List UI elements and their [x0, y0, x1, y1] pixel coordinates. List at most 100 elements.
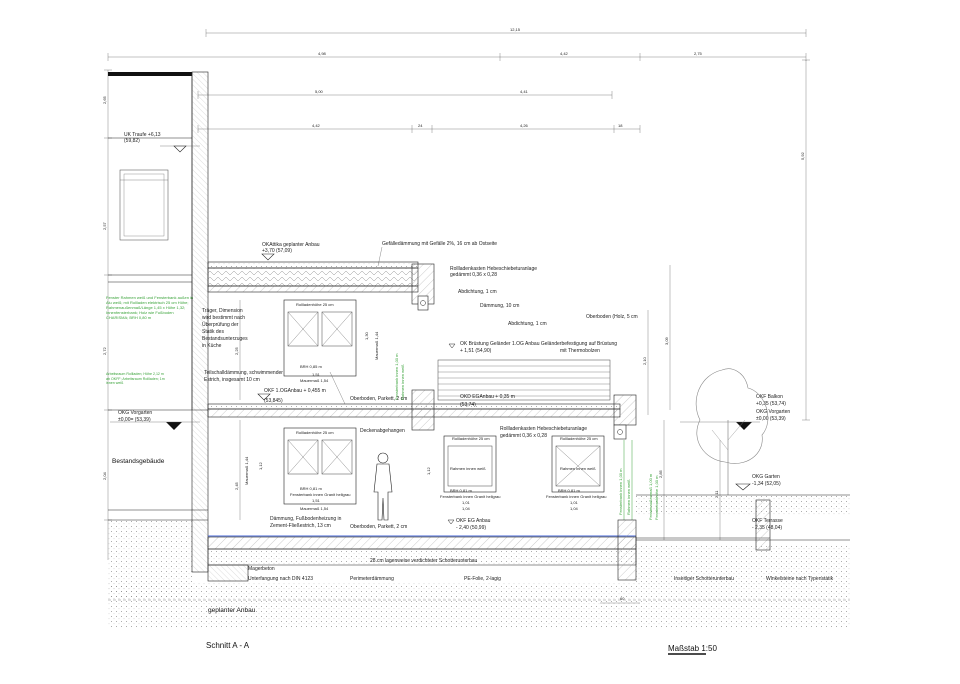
- rolladen-hoehe-2: Rollladenhöhe 25 cm: [296, 430, 334, 435]
- dim-right-v5: 2,11: [714, 490, 719, 498]
- right-exterior: OKF Balkon +0,35 (53,74) OKG Vorgarten ±…: [394, 353, 850, 551]
- mauermass-v-2: Mauermaß 1,44: [244, 456, 249, 485]
- traeger-line3: Überprüfung der: [202, 321, 239, 328]
- daemmung-fb1: Dämmung, Fußbodenheizung in: [270, 516, 342, 522]
- existing-building-label: Bestandsgebäude: [112, 458, 165, 465]
- mauermass-154-b: Mauermaß 1,54: [300, 506, 329, 511]
- okf-eg-label: OKF EG Anbau: [456, 518, 491, 524]
- schotter-label: 28 cm lagenweise verdichteter Schotterun…: [370, 558, 478, 564]
- h-130: 1,30: [364, 331, 369, 340]
- okf-terrasse-value: - 2,35 (48,04): [752, 525, 782, 531]
- green-vertical-5: Fensterbank innen 1,00 m: [394, 353, 399, 400]
- rolladen-mid-label: Rollladenkasten Hebeschiebeturanlage: [500, 426, 587, 432]
- dim-left-v4: 2,25: [234, 346, 239, 355]
- perimeter-label: Perimeterdämmung: [350, 576, 394, 582]
- okd-eg-label: OKD EGAnbau + 0,35 m: [460, 394, 515, 400]
- uk-traufe-label: UK Traufe +6,13: [124, 132, 161, 138]
- rolladen-mid-dim: gedämmt 0,36 x 0,28: [500, 433, 547, 439]
- geplanter-anbau-label: geplanter Anbau: [208, 607, 256, 614]
- okf-terrasse-label: OKF Terrasse: [752, 518, 783, 524]
- dim-mid-a: 5,00: [315, 89, 324, 94]
- thermobolzen-label: mit Thermobolzen: [560, 348, 600, 354]
- dim-101-b: 1,01: [570, 500, 579, 505]
- winkel-label: Winkelsteine nach Typenstatik: [766, 576, 834, 582]
- ground-slab: 28 cm lagenweise verdichteter Schotterun…: [108, 519, 850, 628]
- okattika-value: +3,70 (57,09): [262, 248, 292, 254]
- fensterbank-b: Fensterbank innen Granit hellgrau: [440, 494, 500, 499]
- traeger-line4: Statik des: [202, 329, 224, 335]
- dim-low-d: 18: [618, 123, 623, 128]
- green-vertical-6: Rahmen innen weiß: [400, 364, 405, 400]
- dim-bottom: 60: [620, 596, 625, 601]
- mauermass-v-1: Mauermaß 1,44: [374, 331, 379, 360]
- okattika-label: OKAttika geplanter Anbau: [262, 242, 320, 248]
- daemmung10-label: Dämmung, 10 cm: [480, 303, 519, 309]
- okg-garten-value: -1,34 (52,05): [752, 481, 781, 487]
- dim-151-a: 1,51: [312, 372, 321, 377]
- upper-window-1: Rollladenhöhe 25 cm BRH 0,85 m 1,51 Maue…: [283, 299, 379, 383]
- okf-1og-nn: (53,845): [264, 398, 283, 404]
- dim-104-a: 1,04: [462, 506, 471, 511]
- ground-window-1: Rollladenhöhe 25 cm BRH 0,81 m Fensterba…: [244, 427, 357, 511]
- dim-101-a: 1,01: [462, 500, 471, 505]
- h-112-a: 1,12: [258, 461, 263, 470]
- upper-notes: Träger, Dimension wird bestimmt nach Übe…: [202, 289, 638, 405]
- brh-081-a: BRH 0,81 m: [300, 486, 322, 491]
- dim-right-v2: 3,09: [664, 336, 669, 345]
- human-figure-icon: [373, 452, 393, 521]
- okf-1og-label: OKF 1.OGAnbau + 0,455 m: [264, 388, 326, 394]
- brh-085: BRH 0,85 m: [300, 364, 322, 369]
- dim-left-v2: 2,57: [102, 221, 107, 230]
- green-vertical-2: Rahmen innen weiß: [626, 479, 631, 515]
- traeger-line5: Bestandsunterzuges: [202, 336, 248, 342]
- dim-left-v6: 2,45: [234, 481, 239, 490]
- pe-folie-label: PE-Folie, 2-lagig: [464, 576, 501, 582]
- dim-left-v3: 2,72: [102, 346, 107, 355]
- rahmen-weiss-3: Rahmen innen weiß: [560, 466, 596, 471]
- oberboden-parkett2: Oberboden, Parkett, 2 cm: [350, 524, 407, 530]
- uk-traufe-nn: (59,82): [124, 138, 140, 144]
- dim-top-a: 4,98: [318, 51, 327, 56]
- dim-left-v1: 2,65: [102, 95, 107, 104]
- scale-label: Maßstab 1:50: [668, 644, 717, 653]
- ground-floor-notes: Deckenabgehangen Rollladenkasten Hebesch…: [270, 426, 587, 531]
- balcony-railing: [437, 359, 611, 401]
- estrich-label: Estrich, insgesamt 10 cm: [204, 377, 260, 383]
- green-vertical-4: Fensterbankhöhe 1,00 m: [654, 475, 659, 520]
- dim-top-b: 4,42: [560, 51, 569, 56]
- fensterbank-a: Fensterbank innen Granit hellgrau: [290, 492, 350, 497]
- dim-low-b: 24: [418, 123, 423, 128]
- daemmung-fb2: Zement-Fließestrich, 13 cm: [270, 523, 331, 529]
- schotter2-label: Inseitiger Schotterunterbau: [674, 576, 734, 582]
- brh-081-c: BRH 0,81 m: [558, 488, 580, 493]
- tree-icon: [695, 368, 769, 495]
- oberboden-parkett1: Oberboden, Parkett, 2 cm: [350, 396, 407, 402]
- rahmen-weiss-2: Rahmen innen weiß: [450, 466, 486, 471]
- oberboden-holz-label: Oberboden (Holz, 5 cm: [586, 314, 638, 320]
- dim-right-v4: 2,85: [658, 469, 663, 478]
- dim-low-c: 4,26: [520, 123, 529, 128]
- okg-garten-label: OKG Garten: [752, 474, 780, 480]
- unterfangung-label: Unterfangung nach DIN 4123: [248, 576, 313, 582]
- dim-151-b: 1,51: [312, 498, 321, 503]
- teilschall-label: Teilschalldämmung, schwimmender: [204, 370, 283, 376]
- ok-bruestung-value: + 1,51 (54,90): [460, 348, 492, 354]
- ground-window-2: Rollladenhöhe 25 cm Rahmen innen weiß BR…: [426, 435, 500, 511]
- middle-slab: OKF 1.OGAnbau + 0,455 m (53,845) Oberbod…: [110, 388, 637, 440]
- rolladen-hoehe-3: Rollladenhöhe 25 cm: [452, 436, 490, 441]
- rolladen-hoehe-1: Rollladenhöhe 25 cm: [296, 302, 334, 307]
- okd-eg-nn: (53,74): [460, 402, 476, 408]
- section-title: Schnitt A - A: [206, 641, 250, 650]
- dim-low-a: 4,42: [312, 123, 321, 128]
- existing-building: UK Traufe +6,13 (59,82) Bestandsgebäude: [108, 71, 209, 573]
- mauermass-154-a: Mauermaß 1,54: [300, 378, 329, 383]
- magerbeton-label: Magerbeton: [248, 566, 275, 572]
- decke-abgehangen: Deckenabgehangen: [360, 428, 405, 434]
- dimension-chain-right: 5,92 3,09 2,10 2,85 2,11: [642, 59, 810, 540]
- okf-balkon-value: +0,35 (53,74): [756, 401, 786, 407]
- dim-right-v3: 2,10: [642, 356, 647, 365]
- abdichtung1-label: Abdichtung, 1 cm: [458, 289, 497, 295]
- traeger-line1: Träger, Dimension: [202, 308, 243, 314]
- brh-081-b: BRH 0,81 m: [450, 488, 472, 493]
